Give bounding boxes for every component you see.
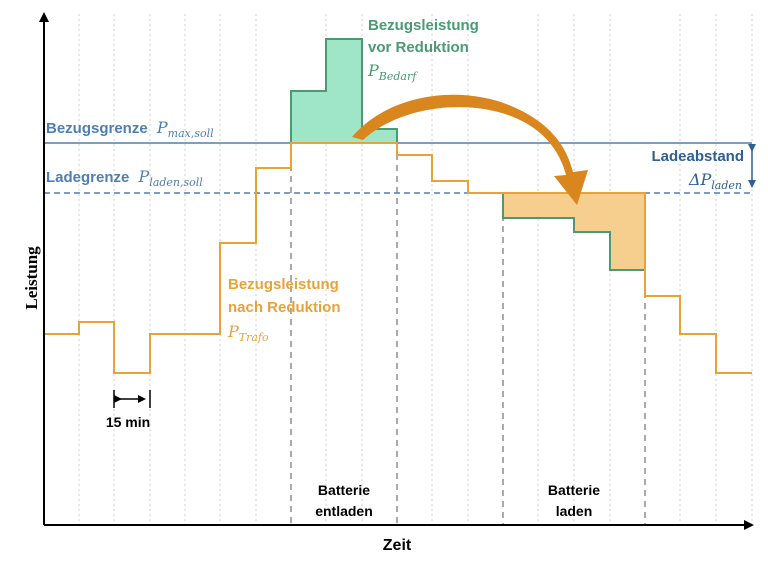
- nach-symbol-group: PTrafo: [227, 322, 269, 344]
- demand-line-charging: [502, 193, 645, 271]
- bezugsgrenze-label: Bezugsgrenze: [46, 120, 148, 137]
- ladegrenze-symbol: P: [138, 167, 150, 186]
- nach-label-line1: Bezugsleistung: [228, 276, 339, 293]
- grid: [78, 14, 753, 525]
- ladegrenze-symbol-sub: laden,soll: [149, 176, 203, 189]
- shift-arrow: [352, 94, 588, 205]
- ladeabstand-label: Ladeabstand: [651, 148, 744, 165]
- ladeabstand-symbol: ΔP: [688, 170, 712, 189]
- laden-label-line2: laden: [556, 503, 593, 519]
- ladegrenze-label-group: Ladegrenze Pladen,soll: [46, 167, 203, 189]
- trafo-power-line: [44, 142, 752, 374]
- entladen-label-line2: entladen: [315, 503, 373, 519]
- bezugsgrenze-symbol: P: [156, 118, 168, 137]
- demand-peak-area: [290, 38, 398, 144]
- bezugsgrenze-label-group: Bezugsgrenze Pmax,soll: [46, 118, 214, 140]
- vor-symbol-sub: Bedarf: [378, 70, 418, 83]
- nach-symbol-sub: Trafo: [239, 331, 269, 344]
- vor-symbol: P: [367, 61, 379, 80]
- vor-label-line2: vor Reduktion: [368, 39, 469, 56]
- vor-label-line1: Bezugsleistung: [368, 17, 479, 34]
- vor-symbol-group: PBedarf: [367, 61, 418, 83]
- entladen-label-line1: Batterie: [318, 482, 370, 498]
- bezugsgrenze-symbol-sub: max,soll: [168, 127, 214, 140]
- x-axis-label: Zeit: [383, 537, 412, 554]
- laden-label-line1: Batterie: [548, 482, 600, 498]
- interval-label: 15 min: [106, 414, 150, 430]
- ladegrenze-label: Ladegrenze: [46, 169, 129, 186]
- nach-symbol: P: [227, 322, 239, 341]
- ladeabstand-symbol-sub: laden: [711, 179, 742, 192]
- ladeabstand-symbol-group: ΔPladen: [688, 170, 742, 192]
- y-axis-label: Leistung: [22, 246, 41, 310]
- nach-label-line2: nach Reduktion: [228, 299, 341, 316]
